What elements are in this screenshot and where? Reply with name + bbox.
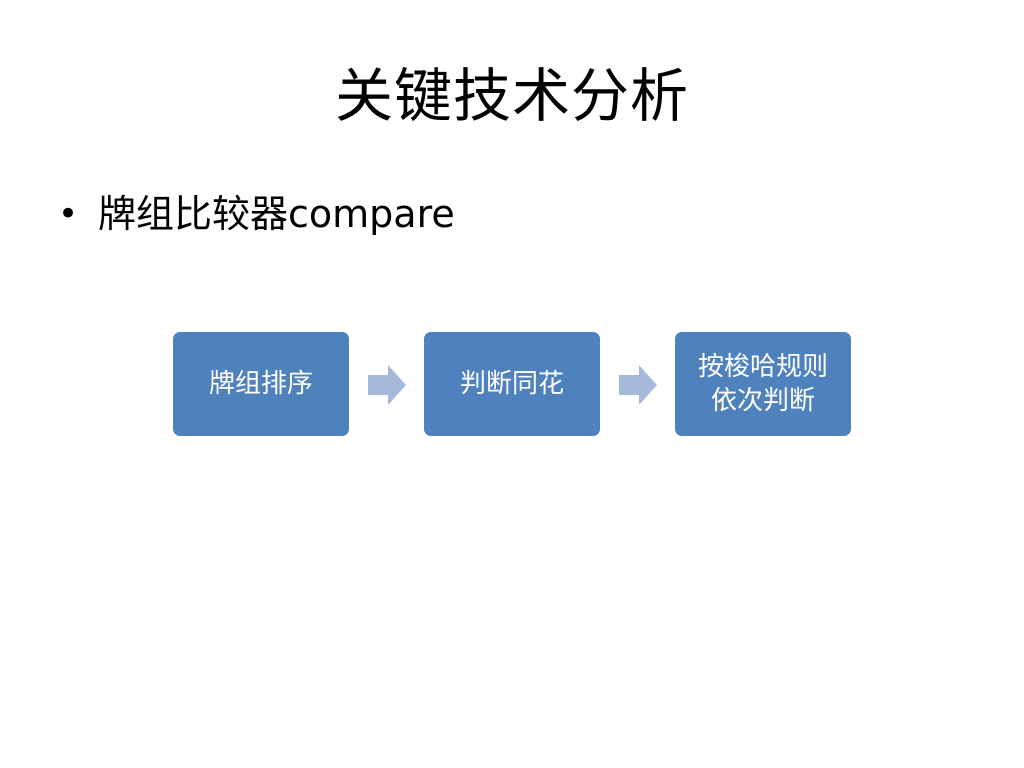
slide-title: 关键技术分析: [334, 62, 689, 130]
bullet-text-cjk: 牌组比较器: [98, 192, 289, 236]
flow-step-sort: 牌组排序: [173, 332, 349, 436]
flow-step-rules-check: 按梭哈规则 依次判断: [675, 332, 851, 436]
flow-step-flush-check: 判断同花: [424, 332, 600, 436]
flow-step-label: 判断同花: [459, 369, 564, 399]
bullet-point: •: [58, 194, 79, 234]
process-flow: 牌组排序 判断同花 按梭哈规则 依次判断: [173, 332, 853, 437]
right-arrow-icon: [368, 365, 406, 405]
flow-step-label: 按梭哈规则 依次判断: [697, 352, 828, 416]
flow-step-label: 牌组排序: [208, 369, 313, 399]
bullet-text-latin: compare: [288, 192, 455, 236]
right-arrow-icon: [619, 365, 657, 405]
